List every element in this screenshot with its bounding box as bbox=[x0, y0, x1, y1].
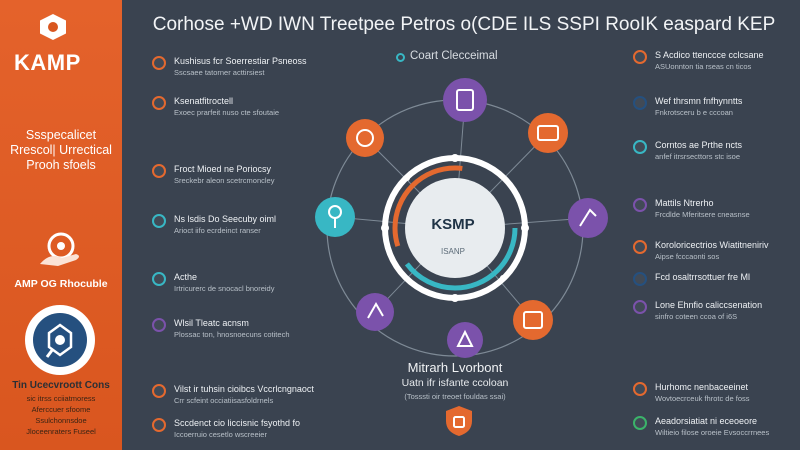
side-footer-line: Jloceenraters Fuseel bbox=[26, 427, 96, 436]
side-heading-line: Prooh sfoels bbox=[26, 158, 96, 172]
box-icon bbox=[523, 311, 543, 329]
user-icon bbox=[633, 240, 647, 254]
tag-icon bbox=[633, 300, 647, 314]
chart-icon bbox=[633, 272, 647, 286]
feature-title: Acthe bbox=[174, 272, 198, 282]
shield-icon bbox=[152, 56, 166, 70]
feature-description: ASUonnton tia rseas cn ticos bbox=[655, 62, 752, 71]
feature-description: Crr scfeint occiatiisasfoldrnels bbox=[174, 396, 274, 405]
page-title: Corhose +WD IWN Treetpee Petros o(CDE IL… bbox=[152, 14, 776, 35]
satellite-node-bottom[interactable] bbox=[447, 322, 483, 358]
clock-icon bbox=[356, 129, 374, 147]
shield-icon bbox=[446, 406, 472, 436]
download-icon bbox=[152, 96, 166, 110]
feature-title: Fcd osaltrrsottuer fre Ml bbox=[655, 272, 751, 282]
feature-description: Wovtoecrceuk fhrotc de foss bbox=[655, 394, 750, 403]
feature-description: Iccoerruio cesetlo wscreeier bbox=[174, 430, 267, 439]
satellite-node-upper-left[interactable] bbox=[346, 119, 384, 157]
hub-label: KSMP bbox=[431, 216, 475, 233]
footer-line: (Tosssti oir treoet fouldas ssai) bbox=[404, 392, 506, 401]
document-icon bbox=[456, 89, 474, 111]
arrow-icon bbox=[633, 382, 647, 396]
feature-description: Irtricurerc de snocacl bnoreidy bbox=[174, 284, 275, 293]
feature-description: Aipse fcccaonti sos bbox=[655, 252, 720, 261]
logo-text: KAMP bbox=[14, 50, 81, 75]
search-icon bbox=[152, 318, 166, 332]
feature-title: Vilst ir tuhsin cioibcs Vccrlcngnaoct bbox=[174, 384, 314, 394]
feature-title: Wef thrsmn fnfhynntts bbox=[655, 96, 743, 106]
map-badge-inner bbox=[33, 313, 87, 367]
feature-title: S Acdico ttenccce cclcsane bbox=[655, 50, 764, 60]
feature-title: Kushisus fcr Soerrestiar Psneoss bbox=[174, 56, 307, 66]
comment-icon bbox=[633, 140, 647, 154]
lock-icon bbox=[633, 50, 647, 64]
subtitle-dot-icon bbox=[396, 53, 405, 62]
feature-title: Sccdenct cio liccisnic fsyothd fo bbox=[174, 418, 301, 428]
side-footer-title: Tin Ucecvroott Cons bbox=[12, 380, 110, 391]
satellite-node-lower-left[interactable] bbox=[356, 293, 394, 331]
side-caption: AMP OG Rhocuble bbox=[14, 278, 108, 290]
hand-gear-icon bbox=[40, 232, 79, 266]
side-heading-line: Ssspecalicet bbox=[25, 128, 97, 142]
footer-title: Mitrarh Lvorbont bbox=[407, 360, 503, 375]
target-icon bbox=[633, 198, 647, 212]
side-footer-line: Aferccuer sfoome bbox=[31, 405, 91, 414]
footer-line: Uatn ifr isfante ccoloan bbox=[401, 377, 509, 389]
side-footer-line: Ssulchonnsdoe bbox=[35, 416, 87, 425]
side-heading: Ssspecalicet Rrescol| Urrectical Prooh s… bbox=[8, 128, 114, 173]
satellite-node-upper-right[interactable] bbox=[528, 113, 568, 153]
leaf-icon bbox=[633, 416, 647, 430]
seal-icon bbox=[152, 418, 166, 432]
feature-description: Exoec prarfeit nuso cte sfoutaie bbox=[174, 108, 280, 117]
feature-title: Hurhomc nenbaceeinet bbox=[655, 382, 749, 392]
feature-description: Sreckebr aleon scetrcmoncley bbox=[174, 176, 275, 185]
map-badge bbox=[25, 305, 95, 375]
feature-title: Corntos ae Prthe ncts bbox=[655, 140, 743, 150]
person-icon bbox=[456, 329, 474, 347]
phone-icon bbox=[152, 164, 166, 178]
feature-description: Frcdlde Mferitsere cneasnse bbox=[655, 210, 750, 219]
b-icon bbox=[152, 384, 166, 398]
feature-description: Arioct iifo ecrdeinct ranser bbox=[174, 226, 261, 235]
feature-description: anfef itrsrsecttors stc isoe bbox=[655, 152, 741, 161]
logo-icon bbox=[40, 14, 66, 40]
hub-core bbox=[405, 178, 505, 278]
feature-description: Sscsaee tatorner acttirsiest bbox=[174, 68, 265, 77]
pin-icon bbox=[633, 96, 647, 110]
satellite-node-top[interactable] bbox=[443, 78, 487, 122]
ring-dots bbox=[381, 154, 529, 302]
satellite-node-left[interactable] bbox=[315, 197, 355, 237]
side-heading-line: Rrescol| Urrectical bbox=[10, 143, 112, 157]
feature-title: Ksenatfitroctell bbox=[174, 96, 234, 106]
feature-description: sinfro coteen ccoa of i6S bbox=[655, 312, 738, 321]
feature-title: Mattils Ntrerho bbox=[655, 198, 714, 208]
hub-diagram bbox=[315, 78, 608, 358]
feature-title: Wlsil Tleatc acnsm bbox=[174, 318, 249, 328]
laptop-icon bbox=[537, 125, 559, 141]
feature-title: Aeadorsiatiat ni eceoeore bbox=[655, 416, 758, 426]
side-footer-line: sic itrss cciiatmoress bbox=[26, 394, 96, 403]
info-icon bbox=[152, 214, 166, 228]
feature-title: Lone Ehnfio caliccsenation bbox=[655, 300, 763, 310]
feature-description: Wiltieio filose oroeie Evsoccrrnees bbox=[655, 428, 770, 437]
map-pin-icon bbox=[45, 323, 73, 358]
orange-arc bbox=[392, 165, 518, 291]
feature-description: Plossac ton, hnosnoecuns cotitech bbox=[174, 330, 290, 339]
gear-icon bbox=[152, 272, 166, 286]
tool-icon bbox=[579, 208, 597, 227]
diagram-subtitle: Coart Clecceimal bbox=[410, 50, 498, 62]
satellite-node-lower-right[interactable] bbox=[513, 300, 553, 340]
hub-sublabel: ISANP bbox=[440, 247, 465, 256]
feature-description: Fnkrotsceru b e cccoan bbox=[655, 108, 733, 117]
side-panel: KAMP Ssspecalicet Rrescol| Urrectical Pr… bbox=[0, 0, 122, 450]
pen-icon bbox=[367, 302, 384, 319]
feature-title: Froct Mioed ne Poriocsy bbox=[174, 164, 272, 174]
satellite-node-right[interactable] bbox=[568, 198, 608, 238]
feature-title: Ns lsdis Do Seecuby oiml bbox=[174, 214, 277, 224]
feature-title: Koroloricectrios Wiatitneniriv bbox=[655, 240, 769, 250]
teal-arc bbox=[392, 165, 518, 291]
